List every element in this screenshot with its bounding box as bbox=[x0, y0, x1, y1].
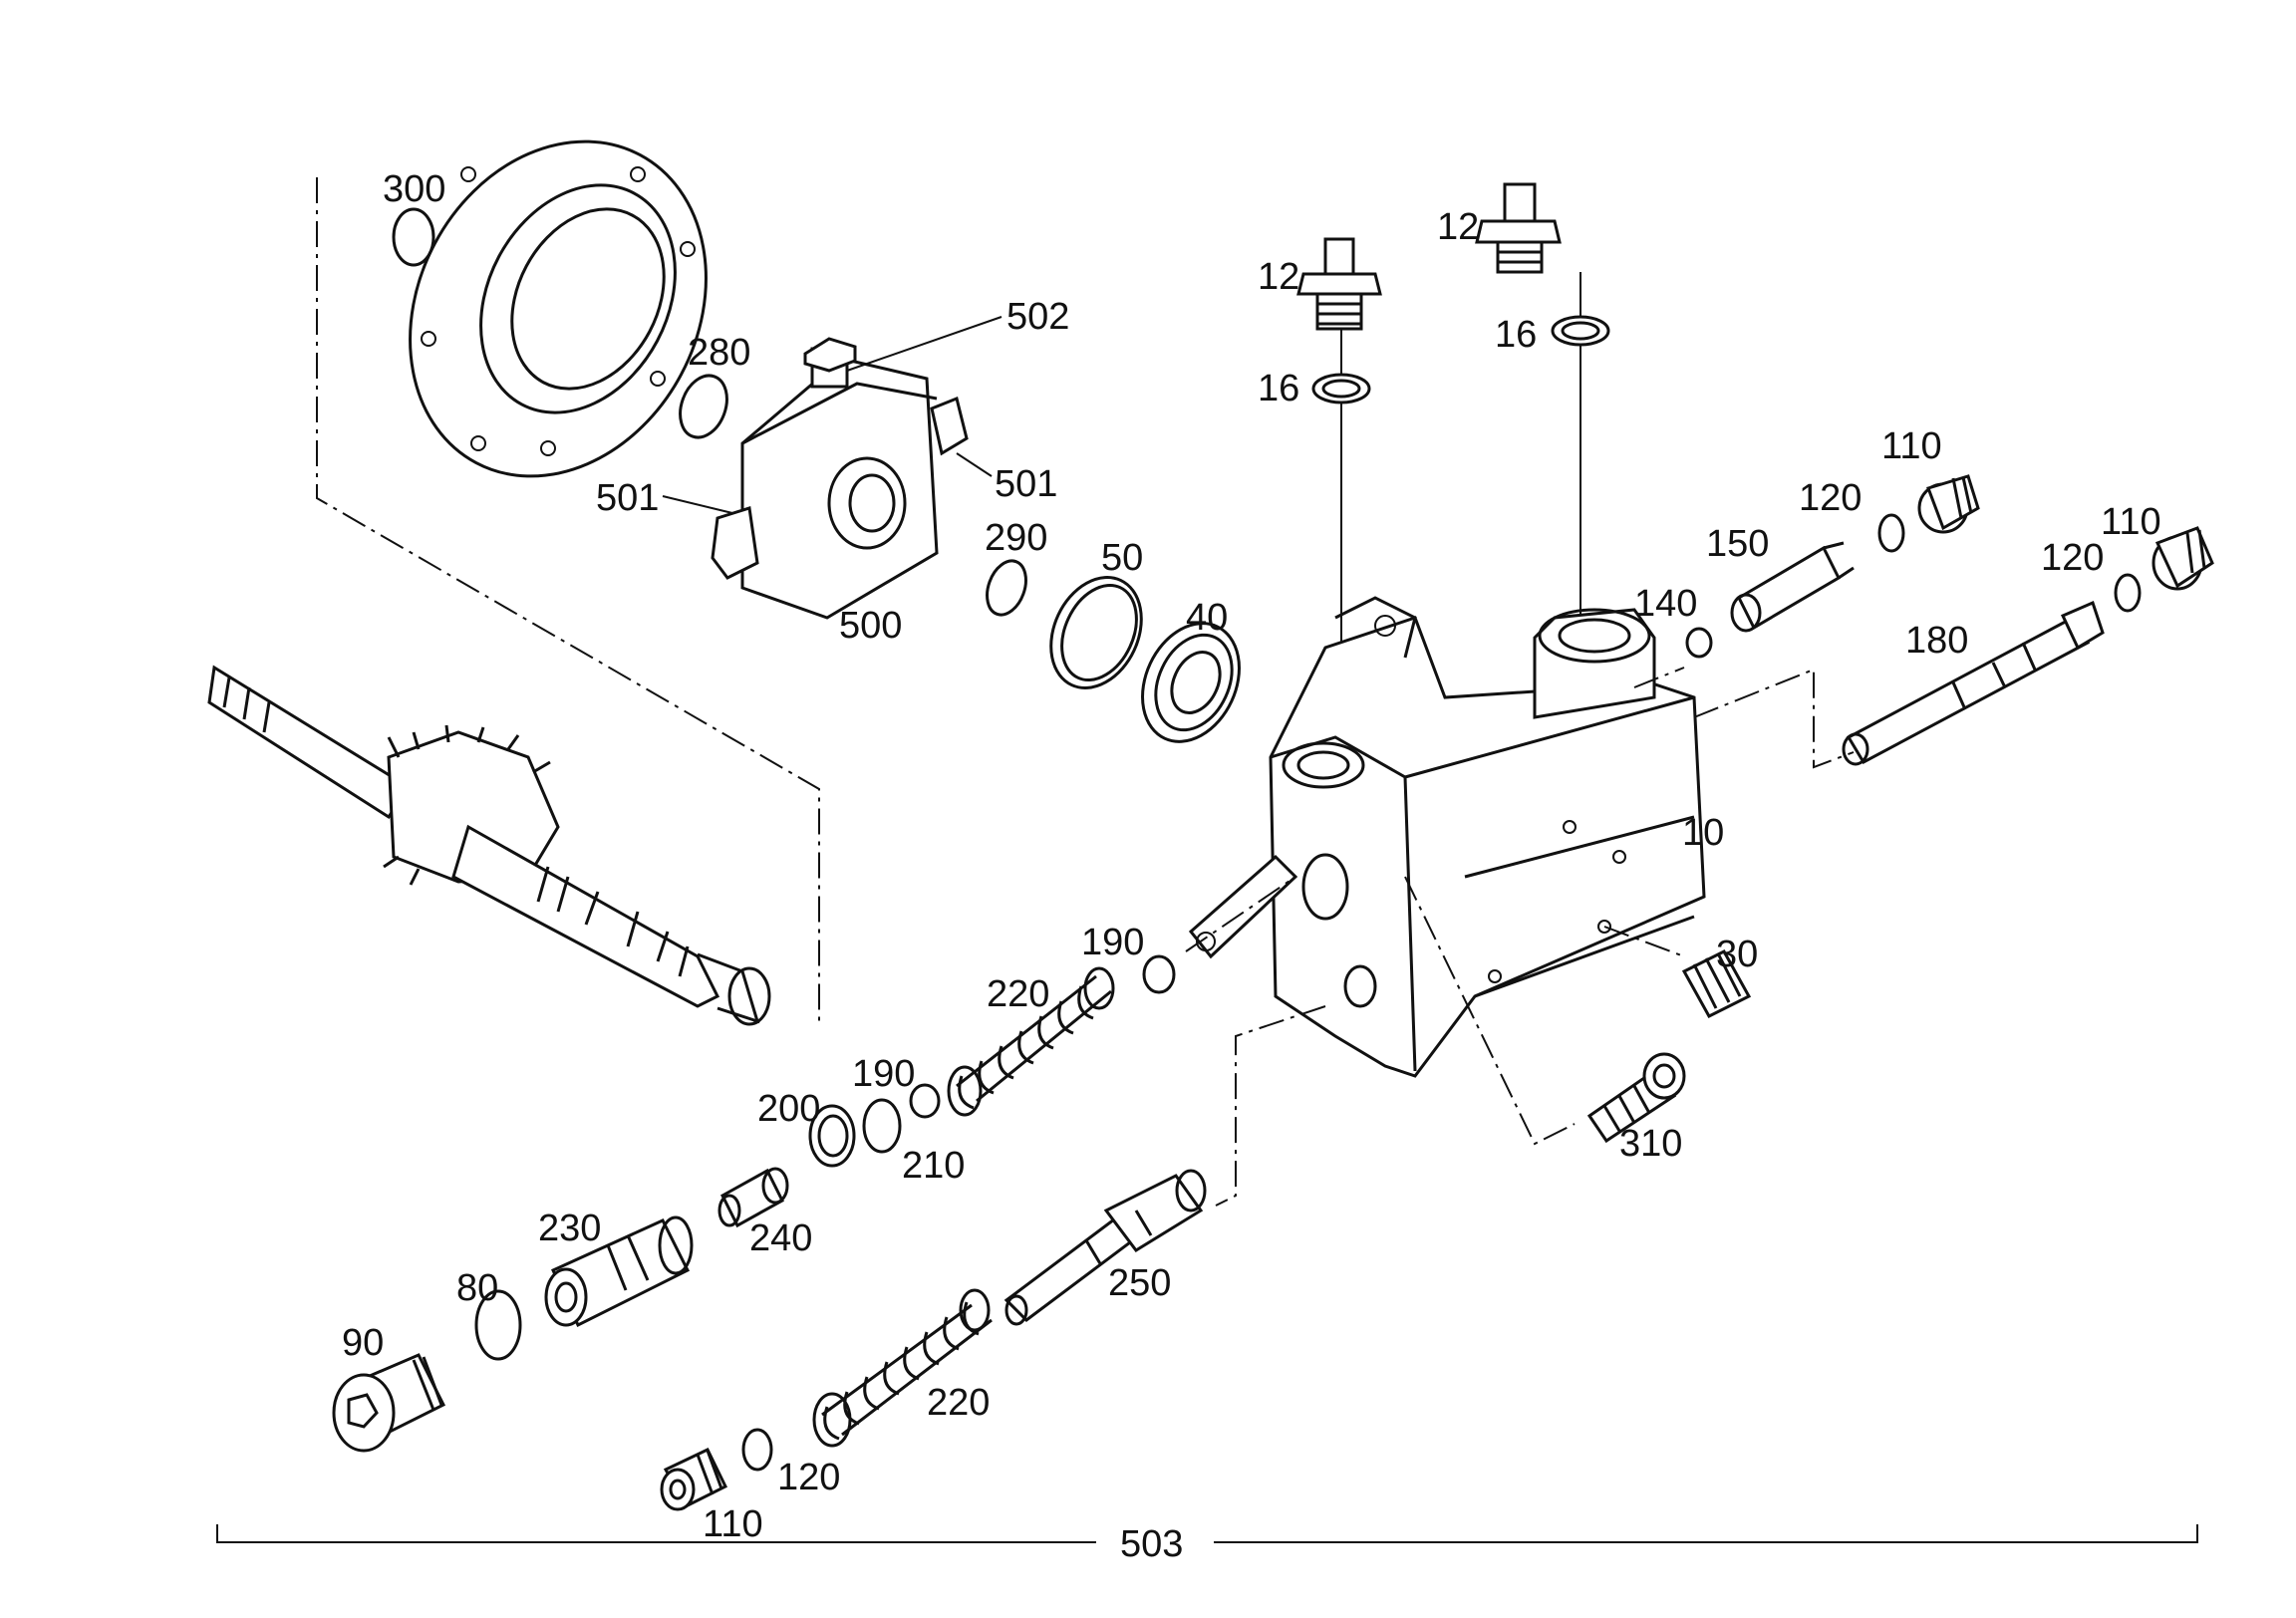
leader-washer-190 bbox=[1185, 876, 1296, 952]
label-500: 500 bbox=[839, 605, 902, 647]
label-120-bottom: 120 bbox=[777, 1457, 840, 1498]
plug-110-middle bbox=[2152, 526, 2214, 591]
assembly-bracket-503 bbox=[216, 1524, 2198, 1543]
label-501-left: 501 bbox=[596, 477, 659, 519]
ring-200-inner bbox=[817, 1114, 849, 1158]
label-501-right: 501 bbox=[995, 463, 1057, 505]
leader-spool-250 bbox=[1215, 1005, 1326, 1207]
label-280: 280 bbox=[688, 332, 750, 374]
washer-190-top bbox=[1142, 954, 1176, 994]
leader-502 bbox=[846, 316, 1003, 372]
spring-220-top bbox=[947, 966, 1115, 1117]
label-30: 30 bbox=[1716, 934, 1758, 975]
label-180: 180 bbox=[1905, 620, 1968, 662]
label-110-middle: 110 bbox=[2101, 501, 2161, 543]
leader-plug-140 bbox=[1633, 667, 1685, 688]
leader-flange bbox=[316, 177, 820, 1026]
label-300: 300 bbox=[383, 168, 445, 210]
label-90: 90 bbox=[342, 1322, 384, 1364]
o-ring-300 bbox=[392, 207, 435, 267]
plug-90 bbox=[332, 1353, 446, 1453]
plug-110-bottom bbox=[660, 1448, 727, 1511]
label-240: 240 bbox=[749, 1217, 812, 1259]
o-ring-120-top bbox=[1877, 513, 1905, 553]
fitting-12-left bbox=[1296, 237, 1382, 331]
plug-110-top bbox=[1917, 474, 1980, 534]
label-50: 50 bbox=[1101, 537, 1143, 579]
o-ring-280 bbox=[679, 374, 728, 439]
label-210: 210 bbox=[902, 1145, 965, 1187]
o-ring-80 bbox=[474, 1289, 522, 1361]
o-ring-210 bbox=[862, 1098, 902, 1154]
label-220-top: 220 bbox=[987, 973, 1049, 1015]
label-220-bottom: 220 bbox=[927, 1382, 990, 1424]
piston-240 bbox=[718, 1167, 789, 1228]
label-110-bottom: 110 bbox=[703, 1503, 763, 1545]
label-80: 80 bbox=[456, 1267, 498, 1309]
pinion-shaft bbox=[207, 665, 771, 1026]
washer-190-bottom bbox=[909, 1083, 941, 1119]
label-40: 40 bbox=[1186, 597, 1228, 639]
valve-150 bbox=[1730, 541, 1855, 633]
label-12-right: 12 bbox=[1437, 206, 1479, 248]
label-150: 150 bbox=[1706, 523, 1769, 565]
flange-cover bbox=[409, 139, 708, 478]
label-503: 503 bbox=[1120, 1523, 1183, 1565]
o-ring-290 bbox=[986, 559, 1027, 617]
label-110-top: 110 bbox=[1881, 425, 1942, 467]
bolt-310 bbox=[1586, 1052, 1686, 1144]
plug-140 bbox=[1685, 627, 1713, 659]
snap-ring-50 bbox=[1049, 576, 1143, 689]
o-ring-120-bottom bbox=[741, 1428, 773, 1472]
o-ring-120-middle bbox=[2114, 573, 2142, 613]
label-502: 502 bbox=[1006, 296, 1069, 338]
washer-16-right-inner bbox=[1561, 321, 1600, 341]
label-190-top: 190 bbox=[1081, 922, 1144, 963]
ring-200 bbox=[808, 1104, 856, 1168]
plug-30 bbox=[1681, 949, 1752, 1018]
label-250: 250 bbox=[1108, 1262, 1171, 1304]
washer-16-left-inner bbox=[1321, 379, 1361, 399]
valve-block-500 bbox=[711, 337, 969, 620]
spool-180 bbox=[1842, 600, 2105, 766]
leader-501-right bbox=[956, 452, 993, 477]
spring-220-bottom bbox=[812, 1288, 993, 1448]
label-140: 140 bbox=[1634, 583, 1697, 625]
label-200: 200 bbox=[757, 1088, 820, 1130]
label-290: 290 bbox=[985, 517, 1047, 559]
snap-ring-50-inner bbox=[1060, 583, 1138, 682]
label-310: 310 bbox=[1619, 1123, 1682, 1165]
leader-bolt-310 bbox=[1404, 876, 1576, 1146]
washer-16-left bbox=[1311, 373, 1371, 404]
seal-ring-40 bbox=[1141, 622, 1241, 743]
label-190-bottom: 190 bbox=[852, 1053, 915, 1095]
valve-housing-10 bbox=[1188, 596, 1706, 1078]
spool-250 bbox=[1004, 1169, 1207, 1326]
leader-plug-30 bbox=[1603, 926, 1685, 957]
fitting-12-right bbox=[1475, 182, 1562, 274]
label-230: 230 bbox=[538, 1208, 601, 1249]
label-16-left: 16 bbox=[1258, 368, 1299, 409]
label-120-middle: 120 bbox=[2041, 537, 2104, 579]
label-120-top: 120 bbox=[1799, 477, 1862, 519]
leader-501-left bbox=[662, 495, 733, 514]
label-12-left: 12 bbox=[1258, 256, 1299, 298]
label-10: 10 bbox=[1682, 812, 1724, 854]
washer-16-right bbox=[1551, 315, 1610, 347]
sleeve-230 bbox=[544, 1215, 694, 1328]
leader-spool-180 bbox=[1693, 668, 1855, 769]
label-16-right: 16 bbox=[1495, 314, 1537, 356]
